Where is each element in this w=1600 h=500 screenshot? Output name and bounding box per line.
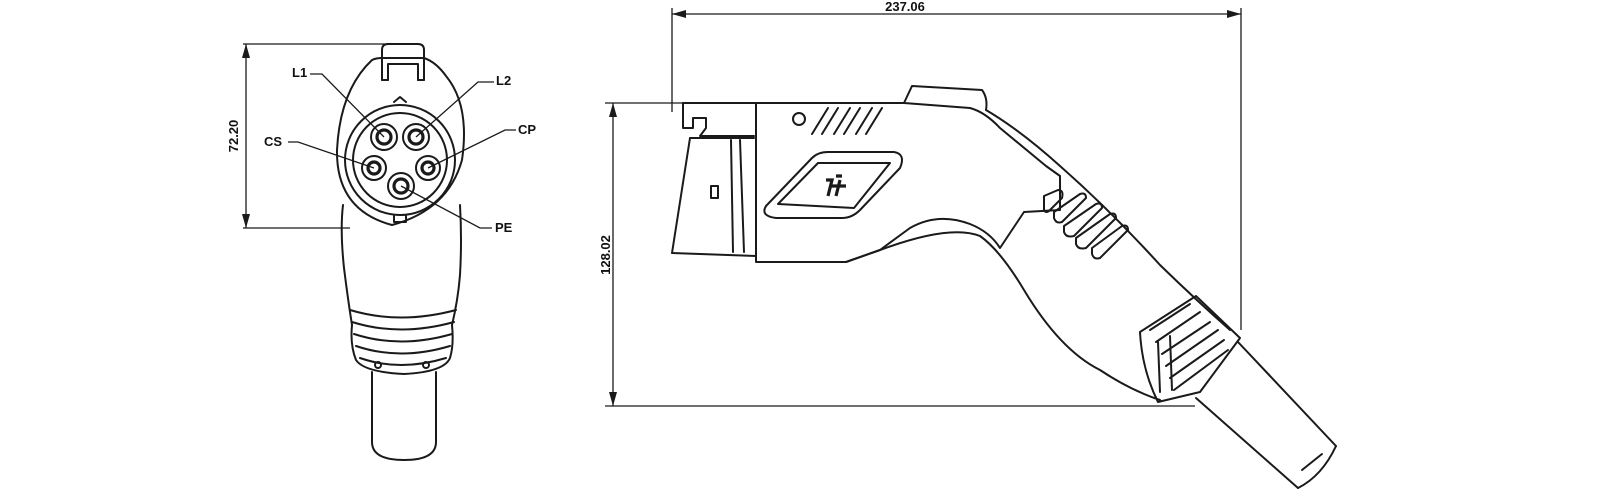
front-height-dimension-text: 72.20	[226, 120, 241, 153]
brand-logo-icon	[763, 151, 903, 219]
side-height-dimension-text: 128.02	[598, 235, 613, 275]
front-handle-body	[340, 204, 353, 326]
pin-l2	[402, 123, 430, 151]
label-l2: L2	[496, 73, 511, 88]
socket-face	[344, 96, 456, 223]
side-length-dimension-text: 237.06	[885, 0, 925, 14]
front-housing	[335, 57, 465, 226]
label-pe: PE	[495, 220, 513, 235]
side-length-dimension: 237.06	[671, 0, 1242, 330]
side-grip-ribs	[1043, 189, 1129, 260]
pin-cp	[415, 155, 441, 181]
top-vents	[792, 107, 883, 135]
pin-cs	[361, 155, 387, 181]
pin-l1	[370, 123, 398, 151]
side-view: 237.06 128.02	[598, 0, 1337, 489]
label-cs: CS	[264, 134, 282, 149]
front-height-dimension: 72.20	[226, 43, 392, 229]
label-cp: CP	[518, 122, 536, 137]
strain-relief	[1139, 295, 1241, 403]
trigger	[903, 85, 988, 111]
latch-tab	[381, 43, 425, 81]
connector-nose	[671, 102, 757, 257]
pin-leader-lines	[288, 73, 516, 229]
connector-body	[755, 102, 1061, 263]
connector-handle	[845, 109, 1231, 401]
front-view: 72.20	[226, 43, 536, 461]
front-cable	[371, 371, 437, 461]
front-grip-ribs	[349, 309, 457, 375]
label-l1: L1	[292, 65, 307, 80]
pin-pe	[387, 172, 415, 200]
side-height-dimension: 128.02	[598, 102, 1195, 407]
side-cable	[1195, 341, 1337, 489]
